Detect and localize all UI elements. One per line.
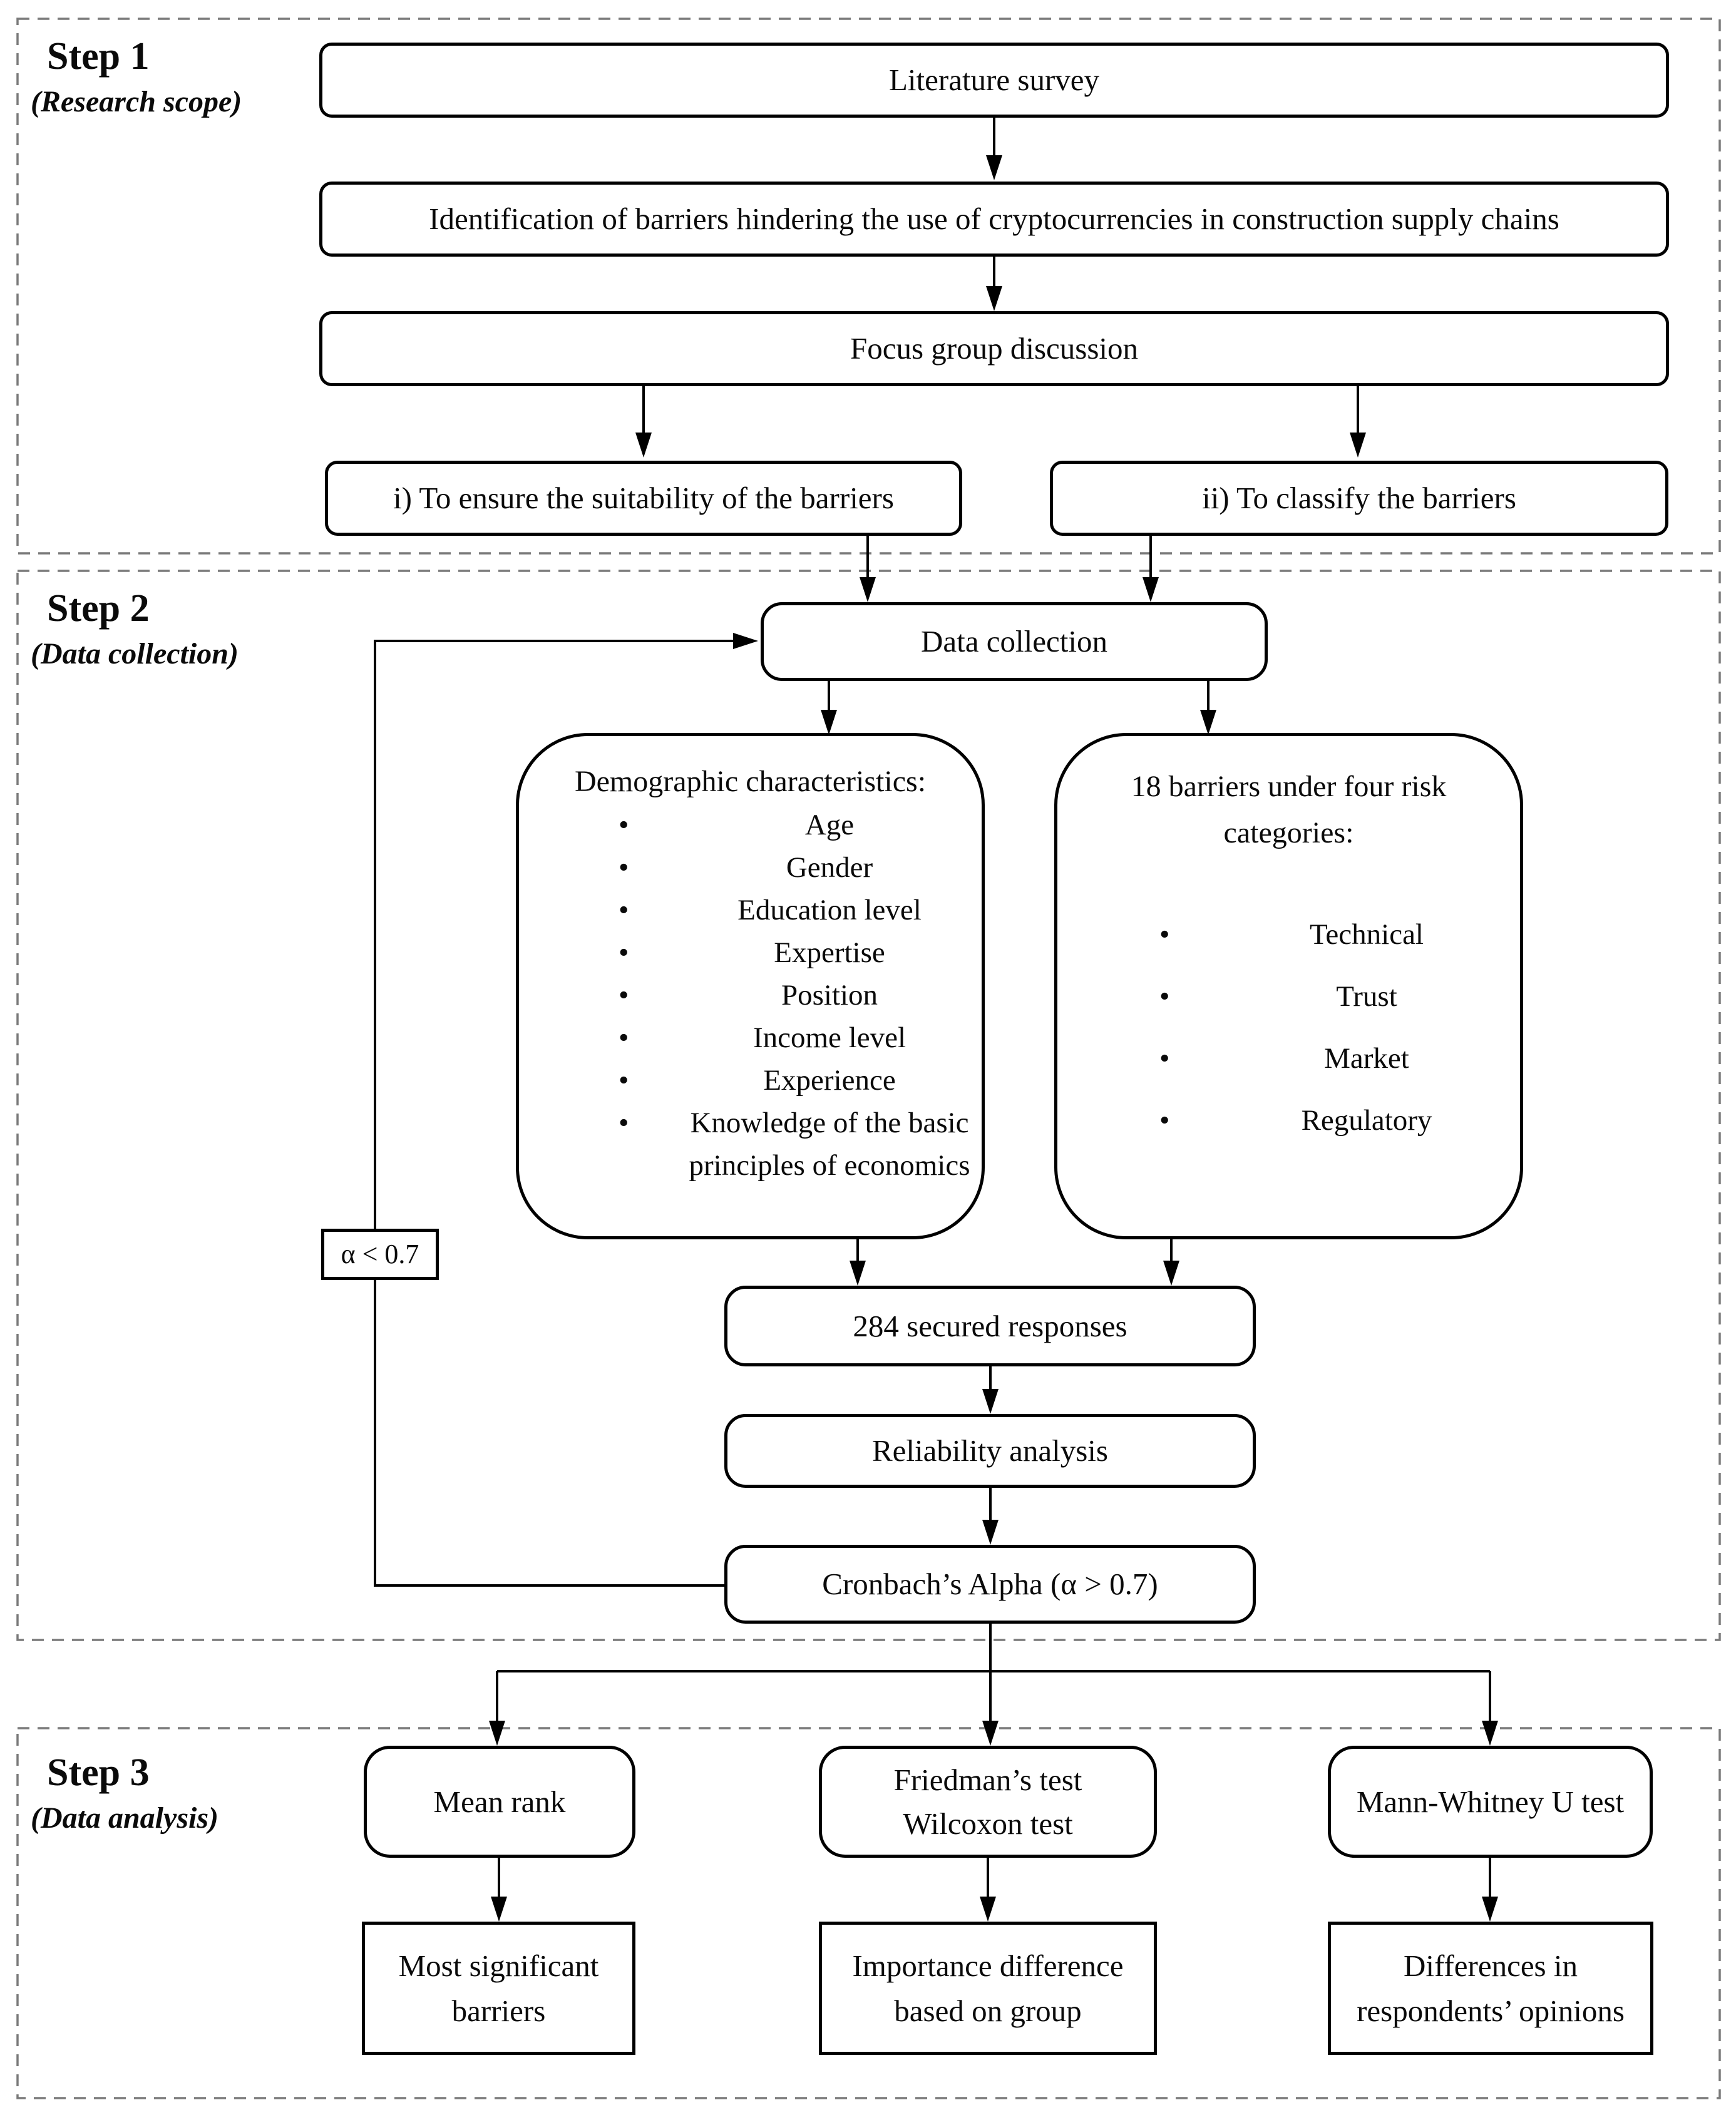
list-item: Income level [619, 1017, 973, 1059]
reliability-box: Reliability analysis [724, 1414, 1256, 1488]
step1-subtitle: (Research scope) [31, 85, 242, 118]
mann-whitney-label: Mann-Whitney U test [1356, 1784, 1625, 1819]
list-item: Gender [619, 846, 973, 889]
focus-group-label: Focus group discussion [850, 331, 1139, 366]
literature-survey-box: Literature survey [319, 43, 1669, 118]
cronbach-label: Cronbach’s Alpha (α > 0.7) [822, 1567, 1158, 1601]
step2-subtitle: (Data collection) [31, 637, 239, 670]
list-item: Trust [1159, 981, 1504, 1012]
identification-label: Identification of barriers hindering the… [429, 202, 1559, 236]
responses-box: 284 secured responses [724, 1286, 1256, 1366]
list-item: Experience [619, 1059, 973, 1102]
list-item: Expertise [619, 931, 973, 974]
data-collection-label: Data collection [921, 624, 1107, 658]
demographics-list: AgeGenderEducation levelExpertisePositio… [519, 804, 980, 1187]
barriers-list: TechnicalTrustMarketRegulatory [1057, 919, 1511, 1167]
list-item: Regulatory [1159, 1105, 1504, 1135]
step3-title: Step 3 [47, 1751, 150, 1794]
arrowheads [489, 155, 1498, 1922]
friedman-line2: Wilcoxon test [903, 1806, 1073, 1841]
mean-rank-box: Mean rank [364, 1746, 635, 1858]
barriers-title: 18 barriers under four risk categories: [1131, 770, 1447, 849]
alpha-condition-box: α < 0.7 [321, 1229, 439, 1280]
barriers-box: 18 barriers under four risk categories: … [1054, 733, 1523, 1239]
list-item: Education level [619, 889, 973, 931]
step1-title: Step 1 [47, 35, 150, 78]
step2-title: Step 2 [47, 587, 150, 630]
friedman-line1: Friedman’s test [893, 1762, 1082, 1797]
demographics-box: Demographic characteristics: AgeGenderEd… [516, 733, 985, 1239]
cronbach-box: Cronbach’s Alpha (α > 0.7) [724, 1545, 1256, 1624]
differences-opinions-label: Differences in respondents’ opinions [1357, 1948, 1625, 2028]
reliability-label: Reliability analysis [872, 1433, 1108, 1468]
identification-box: Identification of barriers hindering the… [319, 182, 1669, 257]
step3-subtitle: (Data analysis) [31, 1801, 218, 1835]
list-item: Market [1159, 1043, 1504, 1073]
step3-label: Step 3 (Data analysis) [31, 1751, 218, 1835]
data-collection-box: Data collection [761, 602, 1268, 681]
focus-group-box: Focus group discussion [319, 311, 1669, 386]
list-item: Age [619, 804, 973, 846]
friedman-box: Friedman’s test Wilcoxon test [819, 1746, 1157, 1858]
importance-difference-box: Importance difference based on group [819, 1922, 1157, 2055]
list-item: Knowledge of the basic principles of eco… [619, 1102, 973, 1187]
demographics-title: Demographic characteristics: [574, 765, 927, 798]
most-significant-box: Most significant barriers [362, 1922, 635, 2055]
objective-ii-box: ii) To classify the barriers [1050, 461, 1668, 536]
objective-ii-label: ii) To classify the barriers [1202, 481, 1516, 515]
flow-arrows [374, 118, 1491, 1899]
alpha-condition-label: α < 0.7 [341, 1239, 419, 1269]
literature-survey-label: Literature survey [888, 63, 1100, 97]
objective-i-label: i) To ensure the suitability of the barr… [393, 481, 894, 515]
step2-label: Step 2 (Data collection) [31, 587, 239, 671]
most-significant-label: Most significant barriers [398, 1948, 599, 2028]
step3-dashed-border [16, 1727, 1721, 2099]
list-item: Technical [1159, 919, 1504, 950]
friedman-label: Friedman’s test Wilcoxon test [894, 1758, 1082, 1846]
differences-opinions-box: Differences in respondents’ opinions [1328, 1922, 1653, 2055]
mann-whitney-box: Mann-Whitney U test [1328, 1746, 1653, 1858]
importance-difference-label: Importance difference based on group [852, 1948, 1124, 2028]
list-item: Position [619, 974, 973, 1017]
mean-rank-label: Mean rank [433, 1784, 566, 1819]
objective-i-box: i) To ensure the suitability of the barr… [325, 461, 962, 536]
responses-label: 284 secured responses [853, 1308, 1127, 1343]
step1-label: Step 1 (Research scope) [31, 35, 242, 119]
